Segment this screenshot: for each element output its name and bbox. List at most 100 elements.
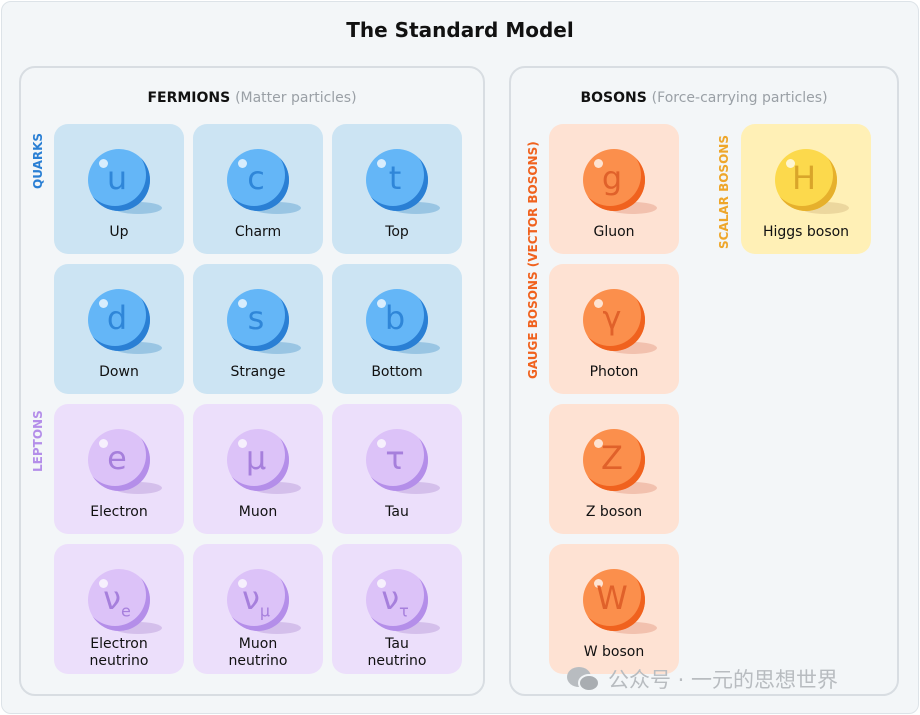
particle-symbol: γ xyxy=(583,289,641,347)
watermark: 公众号 · 一元的思想世界 xyxy=(566,664,838,694)
particle-name: Electron xyxy=(90,504,148,520)
particle-ball-icon: u xyxy=(88,149,150,211)
particle-symbol: t xyxy=(366,149,424,207)
symbol-text: t xyxy=(388,159,402,197)
particle-symbol: e xyxy=(88,429,146,487)
particle-symbol: W xyxy=(583,569,641,627)
particle-name: Muon xyxy=(238,504,278,520)
gauge-bosons-label: GAUGE BOSONS (VECTOR BOSONS) xyxy=(526,141,540,379)
particle-name: Z boson xyxy=(585,504,643,520)
particle-symbol: u xyxy=(88,149,146,207)
highlight xyxy=(99,159,108,168)
symbol-text: γ xyxy=(602,299,622,337)
symbol-text: c xyxy=(247,159,265,197)
symbol-text: s xyxy=(247,299,265,337)
symbol-subscript: μ xyxy=(259,601,271,621)
particle-name: Charm xyxy=(234,224,282,240)
particle-symbol: Z xyxy=(583,429,641,487)
bosons-title: BOSONS xyxy=(580,90,647,106)
particle-ball-icon: g xyxy=(583,149,645,211)
particle-symbol: c xyxy=(227,149,285,207)
fermions-header: FERMIONS (Matter particles) xyxy=(21,90,483,106)
particle-ball-icon: s xyxy=(227,289,289,351)
particle-name: Photon xyxy=(589,364,639,380)
particle-symbol: τ xyxy=(366,429,424,487)
particle-symbol: ντ xyxy=(366,569,424,627)
particle-symbol: νμ xyxy=(227,569,285,627)
particle-ball-icon: γ xyxy=(583,289,645,351)
highlight xyxy=(99,579,108,588)
highlight xyxy=(99,299,108,308)
highlight xyxy=(594,299,603,308)
fermions-subtitle: (Matter particles) xyxy=(235,90,357,106)
particle-ball-icon: b xyxy=(366,289,428,351)
symbol-text: W xyxy=(596,579,628,617)
highlight xyxy=(786,159,795,168)
symbol-text: H xyxy=(791,159,817,197)
particle-ball-icon: ντ xyxy=(366,569,428,631)
symbol-text: g xyxy=(601,159,623,197)
particle-symbol: H xyxy=(775,149,833,207)
particle-name: Gluon xyxy=(593,224,635,240)
particle-name: Down xyxy=(99,364,139,380)
particle-ball-icon: t xyxy=(366,149,428,211)
particle-card-higgs-boson: H Higgs boson xyxy=(741,124,871,254)
particle-ball-icon: e xyxy=(88,429,150,491)
symbol-text: ν xyxy=(381,579,400,617)
particle-name: Higgs boson xyxy=(762,224,850,240)
particle-ball-icon: d xyxy=(88,289,150,351)
symbol-text: u xyxy=(106,159,128,197)
particle-name: Bottom xyxy=(371,364,423,380)
highlight xyxy=(377,439,386,448)
diagram-title: The Standard Model xyxy=(346,18,574,42)
highlight xyxy=(594,579,603,588)
particle-ball-icon: W xyxy=(583,569,645,631)
highlight xyxy=(377,159,386,168)
wechat-icon xyxy=(567,667,600,692)
particle-symbol: g xyxy=(583,149,641,207)
symbol-subscript: e xyxy=(121,601,131,621)
symbol-text: Z xyxy=(601,439,623,477)
particle-ball-icon: H xyxy=(775,149,837,211)
particle-symbol: d xyxy=(88,289,146,347)
particle-ball-icon: τ xyxy=(366,429,428,491)
symbol-subscript: τ xyxy=(399,601,409,621)
particle-ball-icon: νe xyxy=(88,569,150,631)
particle-ball-icon: νμ xyxy=(227,569,289,631)
particle-symbol: νe xyxy=(88,569,146,627)
particle-name: Top xyxy=(385,224,409,240)
leptons-label: LEPTONS xyxy=(31,410,45,472)
particle-ball-icon: μ xyxy=(227,429,289,491)
particle-symbol: b xyxy=(366,289,424,347)
watermark-text: 公众号 · 一元的思想世界 xyxy=(608,668,839,692)
quarks-label: QUARKS xyxy=(31,132,45,189)
particle-name: Up xyxy=(109,224,129,240)
highlight xyxy=(377,579,386,588)
highlight xyxy=(238,299,247,308)
particle-card-z-boson: Z Z boson xyxy=(549,404,679,534)
symbol-text: τ xyxy=(385,439,405,477)
symbol-text: ν xyxy=(241,579,260,617)
highlight xyxy=(238,579,247,588)
highlight xyxy=(99,439,108,448)
particle-name: Tau neutrino xyxy=(367,636,427,669)
fermions-title: FERMIONS xyxy=(147,90,231,106)
highlight xyxy=(377,299,386,308)
particle-symbol: μ xyxy=(227,429,285,487)
highlight xyxy=(594,439,603,448)
symbol-text: d xyxy=(106,299,128,337)
bosons-subtitle: (Force-carrying particles) xyxy=(651,90,828,106)
